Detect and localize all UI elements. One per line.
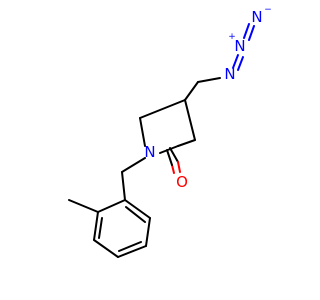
bond-c5-n (139, 117, 146, 147)
atom-o-carbonyl: O (176, 173, 188, 191)
bond-ar-1 (97, 199, 126, 213)
charge-minus: − (264, 5, 272, 15)
bond-co-red-2 (171, 164, 175, 174)
bond-azide-1 (232, 54, 239, 69)
bond-ar-inner-2 (118, 241, 142, 252)
bond-ar-2 (93, 211, 99, 241)
bond-ar-5 (145, 217, 151, 247)
bond-n-ch2 (121, 157, 146, 173)
bond-c4-ch2 (184, 81, 199, 101)
bond-ar-inner-1 (98, 217, 103, 239)
bond-n-c2-b (177, 139, 196, 147)
structure-canvas: N O N N + N − (68, 5, 272, 258)
bond-ch2-n3 (197, 77, 221, 83)
bond-c4-c5 (139, 99, 186, 119)
bond-co-red-1 (177, 161, 181, 173)
bond-n-c2 (159, 145, 179, 154)
bond-ar-6 (124, 199, 151, 219)
bond-methyl (68, 199, 99, 213)
bond-azide-2b (248, 25, 255, 41)
bond-co-second (166, 149, 173, 166)
bond-co-1 (169, 147, 179, 163)
bond-ch2-ar (121, 171, 126, 201)
bond-c2-c3 (184, 99, 196, 141)
molecule-structure: N O N N + N − (68, 5, 272, 258)
charge-plus: + (228, 32, 236, 42)
bond-azide-2 (243, 23, 250, 39)
atom-n-ring: N (144, 143, 155, 161)
atom-n-azide-3: N (251, 8, 262, 26)
bond-ar-3 (93, 239, 119, 258)
bond-ar-4 (117, 245, 147, 258)
bond-ar-inner-3 (125, 206, 146, 223)
bond-azide-1b (237, 56, 244, 71)
atom-n-azide-2: N (234, 37, 245, 55)
atom-n-azide-1: N (224, 65, 235, 83)
